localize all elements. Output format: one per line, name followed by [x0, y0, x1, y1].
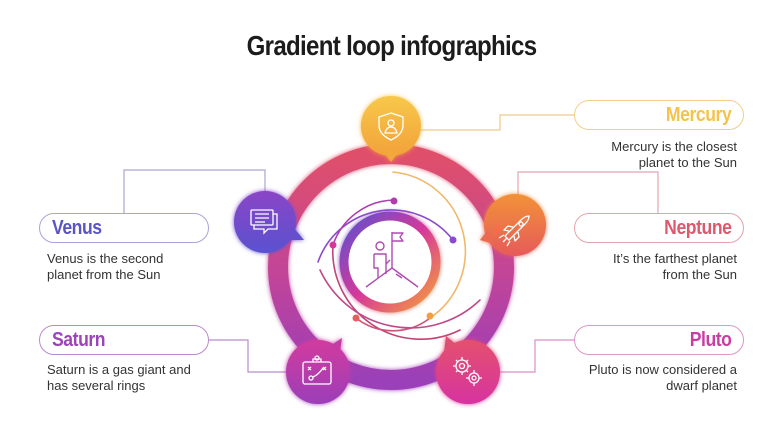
label-venus-text: Venus: [52, 216, 102, 239]
shield-user-icon: [378, 112, 404, 141]
strategy-board-icon: [302, 355, 332, 385]
node-neptune: [480, 194, 546, 256]
label-venus: Venus: [39, 213, 209, 243]
connector-pluto: [475, 339, 575, 373]
label-saturn-text: Saturn: [52, 328, 106, 351]
page-title: Gradient loop infographics: [246, 30, 538, 61]
label-pluto-text: Pluto: [689, 328, 731, 351]
description-mercury: Mercury is the closest planet to the Sun: [611, 139, 737, 170]
description-venus: Venus is the second planet from the Sun: [47, 251, 164, 282]
connector-neptune: [517, 171, 659, 214]
node-pluto: [436, 336, 500, 404]
person-with-flag-on-mountain-icon: [365, 232, 419, 288]
connector-lines: [123, 114, 659, 373]
connector-venus: [123, 169, 266, 213]
label-neptune-text: Neptune: [663, 216, 732, 239]
label-mercury: Mercury: [574, 100, 744, 130]
node-saturn: [286, 338, 350, 404]
label-saturn: Saturn: [39, 325, 209, 355]
center-ring: [339, 211, 441, 313]
label-mercury-text: Mercury: [665, 103, 732, 126]
label-neptune: Neptune: [574, 213, 744, 243]
rocket-icon: [498, 215, 530, 247]
inner-arcs: [317, 171, 481, 340]
description-pluto: Pluto is now considered a dwarf planet: [588, 362, 737, 393]
description-neptune: It’s the farthest planet from the Sun: [612, 251, 737, 282]
connector-saturn: [208, 339, 300, 373]
description-saturn: Saturn is a gas giant and has several ri…: [47, 362, 191, 393]
gears-icon: [453, 357, 482, 386]
label-pluto: Pluto: [574, 325, 744, 355]
chat-bubbles-icon: [250, 209, 278, 235]
connector-mercury: [410, 114, 575, 131]
